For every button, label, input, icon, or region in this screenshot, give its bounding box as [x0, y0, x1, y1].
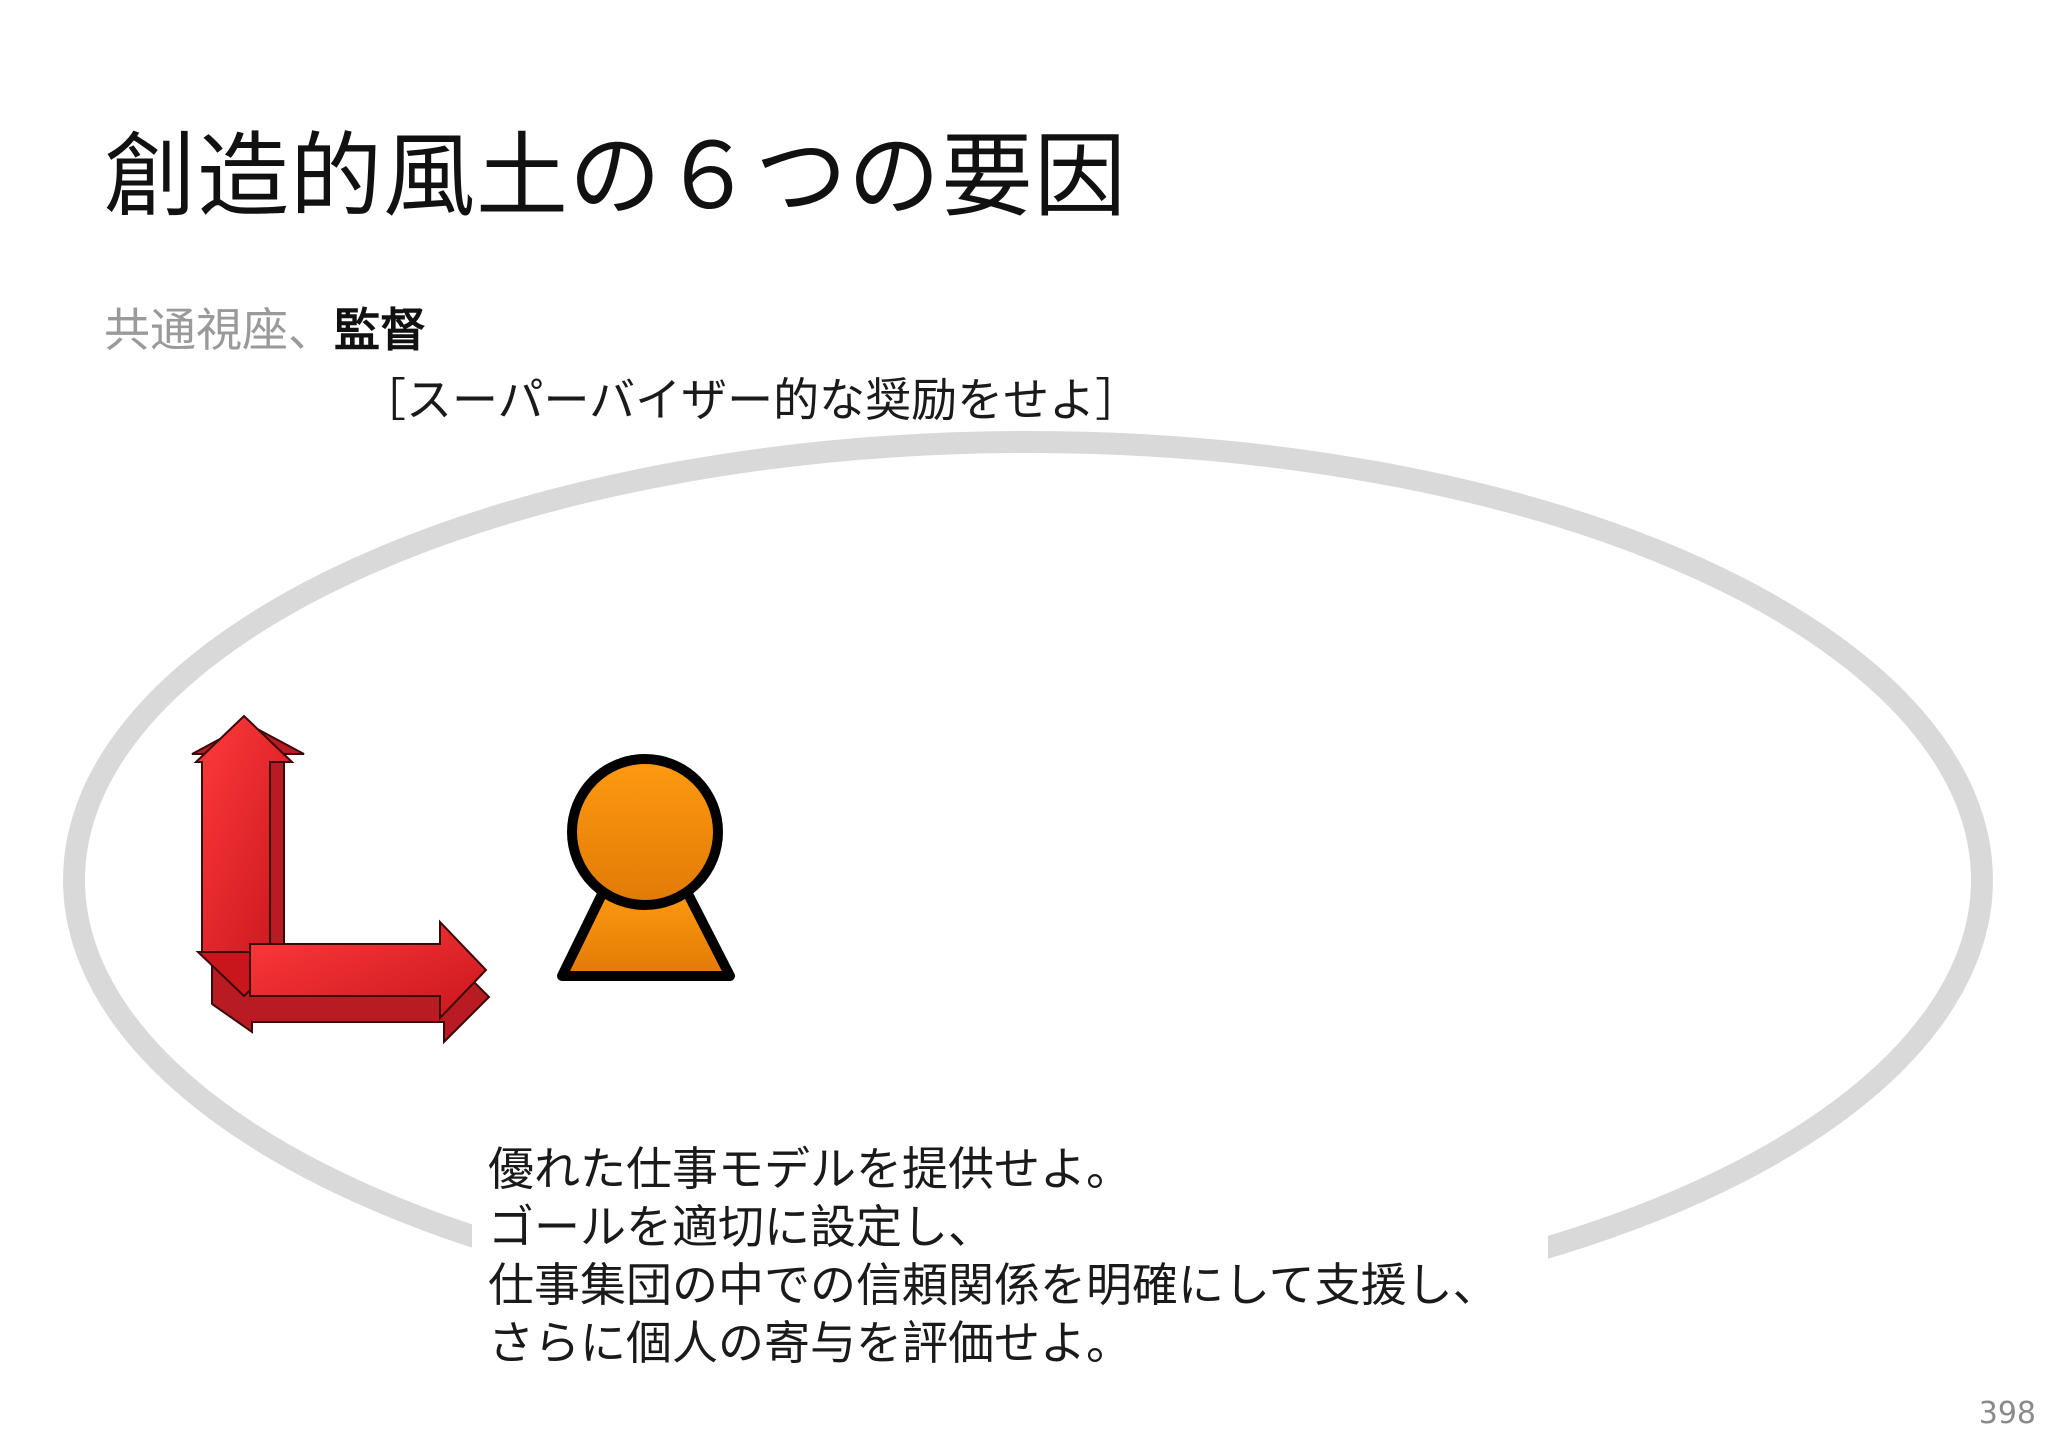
- text-backdrop: [472, 1150, 1548, 1440]
- tagline: ［スーパーバイザー的な奨励をせよ］: [360, 373, 1142, 427]
- body-line: 仕事集団の中での信頼関係を明確にして支援し、: [488, 1258, 1499, 1312]
- body-text: 優れた仕事モデルを提供せよ。 ゴールを適切に設定し、 仕事集団の中での信頼関係を…: [488, 1140, 1499, 1372]
- slide-title: 創造的風土の６つの要因: [104, 123, 1128, 230]
- axis-arrows-icon: [191, 714, 491, 1045]
- body-line: ゴールを適切に設定し、: [488, 1200, 994, 1254]
- page-number: 398: [1978, 1396, 2036, 1431]
- person-icon: [557, 754, 735, 981]
- body-line: 優れた仕事モデルを提供せよ。: [488, 1142, 1132, 1196]
- subtitle-muted: 共通視座、: [104, 303, 334, 357]
- body-line: さらに個人の寄与を評価せよ。: [488, 1316, 1132, 1370]
- subtitle-strong: 監督: [334, 303, 426, 357]
- slide-subtitle: 共通視座、監督: [104, 300, 426, 360]
